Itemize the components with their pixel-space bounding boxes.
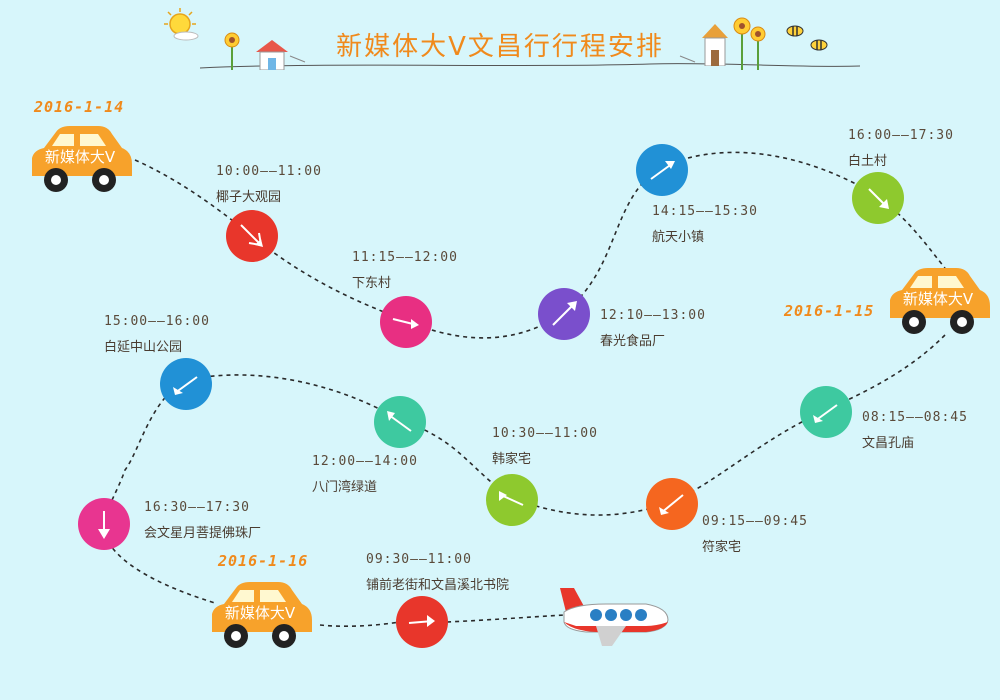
stop-time: 08:15——08:45: [862, 410, 968, 425]
car-icon: 新媒体大V: [206, 580, 314, 650]
stop-time: 11:15——12:00: [352, 250, 458, 265]
stop-marker: [160, 358, 212, 410]
stop-place: 下东村: [352, 276, 392, 291]
stop-place: 航天小镇: [652, 230, 705, 245]
stop-place: 韩家宅: [492, 452, 532, 467]
stop-place: 铺前老街和文昌溪北书院: [366, 578, 510, 593]
stop-place: 八门湾绿道: [312, 480, 378, 495]
arrow-icon: [813, 404, 838, 423]
stop-place: 白延中山公园: [104, 340, 183, 355]
date-label-day3: 2016-1-16: [218, 552, 309, 570]
car-icon: 新媒体大V: [884, 266, 992, 336]
airplane-icon: [556, 582, 672, 648]
stop-time: 16:00——17:30: [848, 128, 954, 143]
car-label: 新媒体大V: [902, 290, 974, 308]
car-icon: 新媒体大V: [26, 124, 134, 194]
house-icon: [702, 24, 728, 66]
stop-marker: [396, 596, 448, 648]
date-label-day2: 2016-1-15: [784, 302, 875, 320]
stop-place: 白土村: [848, 154, 888, 169]
stop-time: 09:15——09:45: [702, 514, 808, 529]
stop-place: 椰子大观园: [216, 190, 282, 205]
stop-marker: [800, 386, 852, 438]
stop-marker: [646, 478, 698, 530]
stop-time: 12:00——14:00: [312, 454, 418, 469]
sun-icon: [164, 8, 199, 41]
stop-time: 09:30——11:00: [366, 552, 472, 567]
bee-icon: [786, 25, 804, 37]
stop-marker: [374, 396, 426, 448]
stop-marker: [538, 288, 590, 340]
arrow-icon: [408, 615, 435, 627]
stop-place: 符家宅: [702, 540, 742, 555]
arrow-icon: [240, 224, 263, 247]
stop-place: 会文星月菩提佛珠厂: [144, 526, 262, 541]
arrow-icon: [868, 188, 889, 209]
stop-time: 10:00——11:00: [216, 164, 322, 179]
arrow-icon: [659, 494, 684, 515]
arrow-icon: [392, 318, 419, 329]
stop-time: 15:00——16:00: [104, 314, 210, 329]
stop-marker: [486, 474, 538, 526]
arrow-icon: [98, 511, 110, 539]
stop-marker: [852, 172, 904, 224]
house-icon: [256, 40, 288, 70]
car-label: 新媒体大V: [224, 604, 296, 622]
arrow-icon: [499, 491, 524, 506]
arrow-icon: [552, 301, 577, 326]
stop-place: 春光食品厂: [600, 334, 666, 349]
stop-marker: [380, 296, 432, 348]
arrow-icon: [387, 411, 412, 432]
stop-time: 10:30——11:00: [492, 426, 598, 441]
date-label-day1: 2016-1-14: [34, 98, 125, 116]
stop-marker: [78, 498, 130, 550]
stop-time: 14:15——15:30: [652, 204, 758, 219]
bee-icon: [810, 39, 828, 51]
stop-time: 12:10——13:00: [600, 308, 706, 323]
page-title: 新媒体大V文昌行行程安排: [336, 32, 664, 62]
arrow-icon: [173, 376, 198, 395]
car-label: 新媒体大V: [44, 148, 116, 166]
flower-icon: [733, 17, 766, 70]
stop-time: 16:30——17:30: [144, 500, 250, 515]
stop-place: 文昌孔庙: [862, 436, 915, 451]
stop-marker: [226, 210, 278, 262]
stop-marker: [636, 144, 688, 196]
arrow-icon: [650, 161, 675, 180]
flower-icon: [224, 32, 240, 70]
